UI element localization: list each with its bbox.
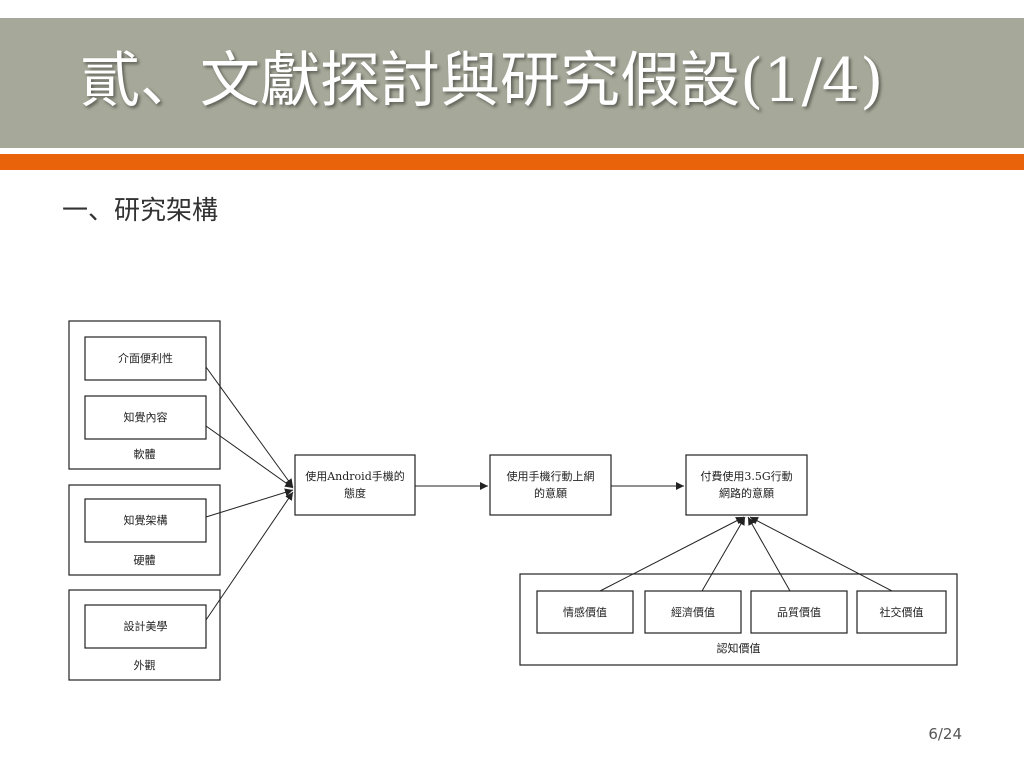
group-appearance-label: 外觀: [134, 659, 156, 672]
node-perceived-structure: 知覺架構: [84, 498, 207, 543]
arrow-content-to-attitude: [205, 425, 294, 489]
node-mobile-internet-intention: 使用手機行動上網 的意願: [489, 454, 612, 516]
arrow-interface-to-attitude: [205, 366, 294, 488]
svg-text:網路的意願: 網路的意願: [719, 486, 774, 500]
svg-text:付費使用3.5G行動: 付費使用3.5G行動: [700, 469, 792, 483]
section-heading: 一、研究架構: [62, 196, 219, 226]
svg-text:品質價值: 品質價值: [777, 605, 821, 619]
svg-text:使用手機行動上網: 使用手機行動上網: [507, 469, 595, 483]
group-perceived-value-label: 認知價值: [717, 641, 761, 655]
node-interface-convenience: 介面便利性: [84, 336, 207, 381]
node-perceived-content: 知覺內容: [84, 395, 207, 440]
svg-text:知覺架構: 知覺架構: [124, 513, 168, 527]
node-economic-value: 經濟價值: [644, 590, 742, 634]
group-perceived-value-box: [519, 573, 958, 666]
arrow-quality-to-pay: [747, 516, 791, 592]
node-social-value: 社交價值: [856, 590, 947, 634]
group-hardware-box: [68, 484, 221, 576]
svg-text:態度: 態度: [344, 486, 366, 500]
node-pay-3-5g-intention: 付費使用3.5G行動 網路的意願: [685, 454, 808, 516]
node-design-aesthetics: 設計美學: [84, 604, 207, 649]
svg-text:知覺內容: 知覺內容: [124, 410, 168, 424]
arrow-social-to-pay: [749, 516, 893, 592]
svg-text:經濟價值: 經濟價值: [671, 605, 715, 619]
arrow-structure-to-attitude: [205, 488, 294, 518]
node-quality-value: 品質價值: [750, 590, 848, 634]
svg-text:介面便利性: 介面便利性: [118, 351, 173, 365]
svg-text:的意願: 的意願: [534, 486, 567, 500]
group-software-box: [68, 320, 221, 470]
group-hardware-label: 硬體: [134, 554, 156, 567]
arrow-emotional-to-pay: [599, 516, 745, 592]
node-emotional-value: 情感價值: [536, 590, 634, 634]
svg-text:使用Android手機的: 使用Android手機的: [305, 469, 405, 483]
node-android-attitude: 使用Android手機的 態度: [294, 454, 416, 516]
svg-text:情感價值: 情感價值: [563, 605, 607, 619]
group-software-label: 軟體: [134, 447, 156, 461]
arrow-economic-to-pay: [701, 516, 746, 592]
title-bar: [0, 18, 1024, 148]
slide-title: 貳、文獻探討與研究假設(1/4): [80, 46, 884, 116]
svg-text:社交價值: 社交價值: [880, 605, 924, 619]
page-number: 6/24: [928, 725, 962, 743]
accent-bar: [0, 154, 1024, 170]
svg-text:設計美學: 設計美學: [124, 619, 168, 633]
arrow-aesthetics-to-attitude: [205, 491, 294, 621]
group-appearance-box: [68, 589, 221, 681]
